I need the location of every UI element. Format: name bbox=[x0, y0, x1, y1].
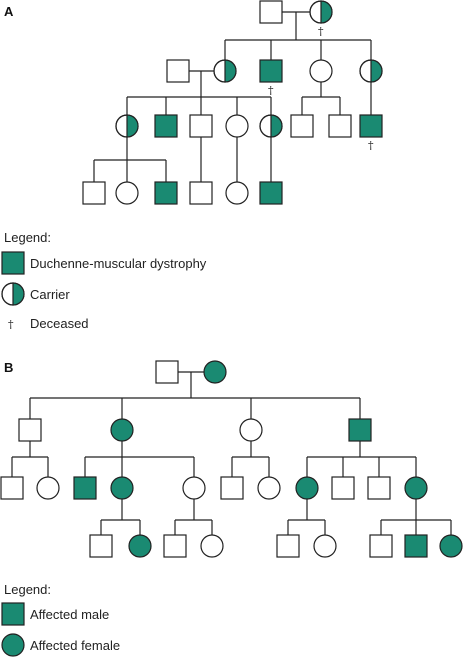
legend-b: Legend: Affected male Affected female bbox=[1, 582, 120, 657]
pedigree-b-female-affected-symbol bbox=[128, 534, 152, 558]
pedigree-b-lines bbox=[11, 371, 452, 535]
pedigree-a-male-affected-symbol bbox=[259, 59, 283, 83]
pedigree-a-female-unaffected-symbol bbox=[309, 59, 333, 83]
pedigree-a-male-unaffected-symbol bbox=[82, 181, 106, 205]
pedigree-a-female-unaffected-symbol bbox=[225, 114, 249, 138]
legend-dagger-icon: † bbox=[8, 318, 14, 331]
pedigree-b-male-unaffected-symbol bbox=[89, 534, 113, 558]
pedigree-b-female-affected-symbol bbox=[110, 418, 134, 442]
pedigree-a-female-carrier-symbol bbox=[259, 114, 283, 138]
pedigree-b-female-unaffected-symbol bbox=[36, 476, 60, 500]
pedigree-a-symbols: † † † bbox=[82, 0, 383, 205]
pedigree-b-female-affected-symbol bbox=[295, 476, 319, 500]
legend-a-item-label: Carrier bbox=[30, 287, 70, 302]
legend-a-title: Legend: bbox=[4, 230, 51, 245]
pedigree-b-male-unaffected-symbol bbox=[276, 534, 300, 558]
pedigree-a-male-unaffected-symbol bbox=[259, 0, 283, 24]
pedigree-a-male-unaffected-symbol bbox=[189, 114, 213, 138]
deceased-dagger-icon: † bbox=[368, 139, 374, 152]
pedigree-b-female-unaffected-symbol bbox=[313, 534, 337, 558]
panel-b-letter: B bbox=[4, 360, 13, 375]
affected-square-icon bbox=[1, 602, 25, 626]
legend-affected-female-icon bbox=[1, 633, 25, 657]
pedigree-a-male-unaffected-symbol bbox=[166, 59, 190, 83]
affected-square-icon bbox=[1, 251, 25, 275]
pedigree-b-male-unaffected-symbol bbox=[331, 476, 355, 500]
pedigree-a-female-carrier-symbol bbox=[213, 59, 237, 83]
pedigree-b-male-unaffected-symbol bbox=[155, 360, 179, 384]
affected-circle-icon bbox=[1, 633, 25, 657]
legend-affected-square-icon bbox=[1, 251, 25, 275]
pedigree-a-female-carrier-symbol bbox=[309, 0, 333, 24]
pedigree-a-male-affected-symbol bbox=[154, 181, 178, 205]
pedigree-b-female-affected-symbol bbox=[110, 476, 134, 500]
pedigree-b-male-unaffected-symbol bbox=[369, 534, 393, 558]
legend-carrier-circle-icon bbox=[1, 282, 25, 306]
legend-b-title: Legend: bbox=[4, 582, 51, 597]
pedigree-a-male-affected-symbol bbox=[154, 114, 178, 138]
pedigree-b-female-affected-symbol bbox=[203, 360, 227, 384]
deceased-dagger-icon: † bbox=[318, 25, 324, 38]
pedigree-b-female-affected-symbol bbox=[439, 534, 463, 558]
pedigree-b-symbols bbox=[0, 360, 463, 558]
pedigree-a-female-unaffected-symbol bbox=[115, 181, 139, 205]
legend-b-item-label: Affected male bbox=[30, 607, 109, 622]
pedigree-a-male-unaffected-symbol bbox=[328, 114, 352, 138]
pedigree-b-female-unaffected-symbol bbox=[257, 476, 281, 500]
pedigree-a-female-unaffected-symbol bbox=[225, 181, 249, 205]
legend-a-item-label: Deceased bbox=[30, 316, 89, 331]
pedigree-b-male-affected-symbol bbox=[73, 476, 97, 500]
deceased-dagger-icon: † bbox=[268, 84, 274, 97]
pedigree-b-female-unaffected-symbol bbox=[200, 534, 224, 558]
pedigree-b-male-unaffected-symbol bbox=[18, 418, 42, 442]
pedigree-a-male-unaffected-symbol bbox=[290, 114, 314, 138]
panel-a-letter: A bbox=[4, 4, 14, 19]
pedigree-b-female-affected-symbol bbox=[404, 476, 428, 500]
pedigree-b-male-unaffected-symbol bbox=[163, 534, 187, 558]
pedigree-b-male-unaffected-symbol bbox=[0, 476, 24, 500]
pedigree-a-male-unaffected-symbol bbox=[189, 181, 213, 205]
pedigree-b-male-unaffected-symbol bbox=[220, 476, 244, 500]
pedigree-a-male-affected-symbol bbox=[359, 114, 383, 138]
pedigree-b-male-unaffected-symbol bbox=[367, 476, 391, 500]
legend-affected-male-icon bbox=[1, 602, 25, 626]
legend-a-item-label: Duchenne-muscular dystrophy bbox=[30, 256, 207, 271]
legend-b-item-label: Affected female bbox=[30, 638, 120, 653]
legend-a: Legend: Duchenne-muscular dystrophy Carr… bbox=[1, 230, 207, 331]
pedigree-b-female-unaffected-symbol bbox=[182, 476, 206, 500]
pedigree-a-female-carrier-symbol bbox=[115, 114, 139, 138]
pedigree-b-male-affected-symbol bbox=[404, 534, 428, 558]
pedigree-a-female-carrier-symbol bbox=[359, 59, 383, 83]
pedigree-a-lines bbox=[93, 11, 372, 182]
pedigree-b-female-unaffected-symbol bbox=[239, 418, 263, 442]
pedigree-a-male-affected-symbol bbox=[259, 181, 283, 205]
carrier-circle-icon bbox=[1, 282, 25, 306]
pedigree-b-male-affected-symbol bbox=[348, 418, 372, 442]
